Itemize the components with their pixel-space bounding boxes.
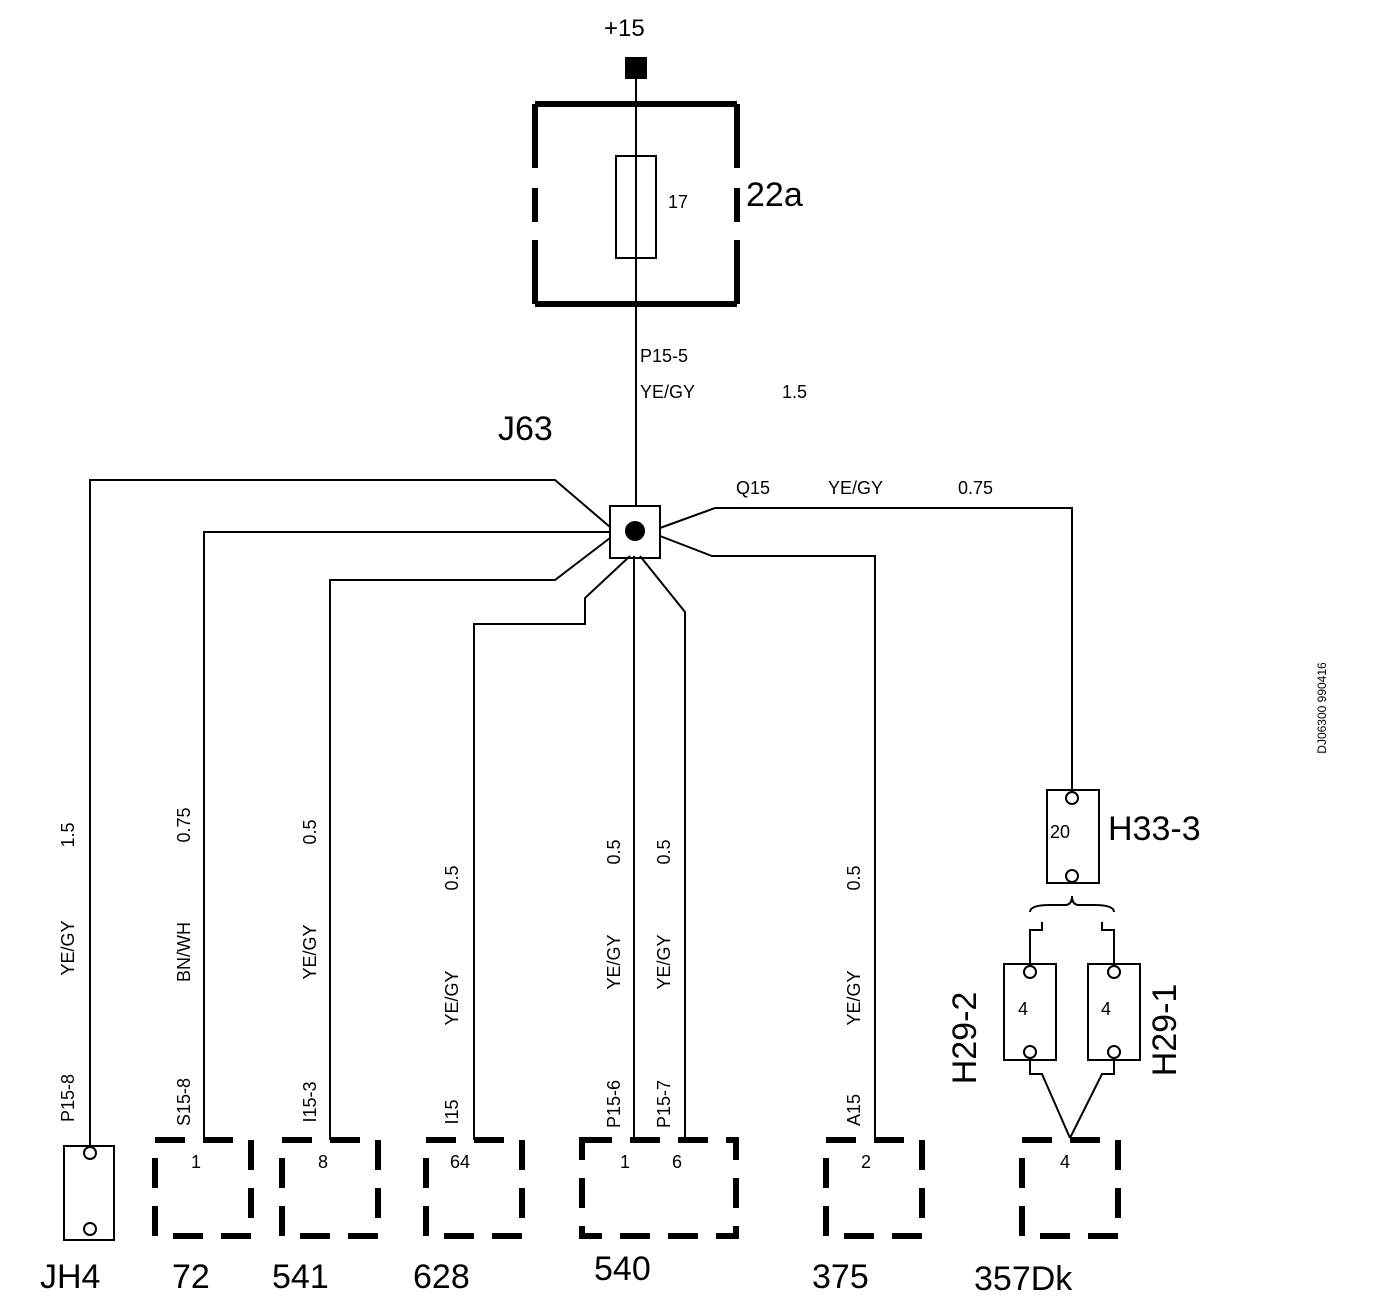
svg-text:1.5: 1.5	[58, 822, 78, 847]
h29-1-label: H29-1	[1146, 984, 1184, 1077]
junction-dot	[625, 521, 645, 541]
svg-text:YE/GY: YE/GY	[604, 934, 624, 989]
connector-357dk-pin: 4	[1060, 1152, 1070, 1172]
svg-text:0.5: 0.5	[604, 839, 624, 864]
svg-text:I15-3: I15-3	[300, 1081, 320, 1122]
svg-text:P15-8: P15-8	[58, 1074, 78, 1122]
connector-628-label: 628	[413, 1258, 470, 1296]
jh4-connector	[63, 1145, 115, 1241]
junction-label: J63	[498, 410, 553, 448]
top-right-wire-size: 0.75	[958, 478, 993, 498]
connector-375-label: 375	[812, 1258, 869, 1296]
svg-text:YE/GY: YE/GY	[300, 924, 320, 979]
h29-2-pin: 4	[1018, 999, 1028, 1019]
main-wire-pin: P15-5	[640, 346, 688, 366]
supply-terminal	[625, 57, 647, 79]
connector-628	[423, 1137, 525, 1239]
svg-text:P15-6: P15-6	[604, 1080, 624, 1128]
wire-label-628: 0.5 YE/GY I15	[442, 865, 462, 1124]
connector-541	[279, 1137, 381, 1239]
wire-label-540b: 0.5 YE/GY P15-7	[654, 839, 674, 1128]
svg-text:0.5: 0.5	[442, 865, 462, 890]
svg-text:0.75: 0.75	[174, 807, 194, 842]
h33-label: H33-3	[1108, 810, 1201, 848]
wire-h33	[659, 507, 1073, 792]
svg-text:BN/WH: BN/WH	[174, 922, 194, 982]
connector-540-pin-6: 6	[672, 1152, 682, 1172]
connector-357dk	[1019, 1137, 1121, 1239]
wire-label-jh4: 1.5 YE/GY P15-8	[58, 822, 78, 1122]
svg-text:0.5: 0.5	[654, 839, 674, 864]
main-wire-size: 1.5	[782, 382, 807, 402]
wire-72	[203, 531, 610, 1140]
wire-628	[473, 555, 631, 1140]
svg-text:A15: A15	[844, 1094, 864, 1126]
wire-375	[659, 535, 876, 1140]
svg-text:YE/GY: YE/GY	[654, 934, 674, 989]
connector-540	[579, 1137, 739, 1239]
connector-540-pin-1: 1	[620, 1152, 630, 1172]
wire-label-541: 0.5 YE/GY I15-3	[300, 819, 320, 1122]
fuse-number: 17	[668, 192, 688, 212]
jh4-label: JH4	[40, 1258, 100, 1296]
h29-2-connector	[1003, 963, 1057, 1061]
h29-2-label: H29-2	[946, 992, 984, 1085]
svg-text:YE/GY: YE/GY	[844, 970, 864, 1025]
doc-id: DJ06300 990416	[1315, 662, 1329, 754]
svg-text:0.5: 0.5	[844, 865, 864, 890]
wire-label-540a: 0.5 YE/GY P15-6	[604, 839, 624, 1128]
wire-540b	[639, 555, 686, 1140]
top-right-wire-pin: Q15	[736, 478, 770, 498]
connector-540-label: 540	[594, 1250, 651, 1288]
h29-1-pin: 4	[1101, 999, 1111, 1019]
wire-label-375: 0.5 YE/GY A15	[844, 865, 864, 1126]
svg-text:P15-7: P15-7	[654, 1080, 674, 1128]
fuse-box-label: 22a	[746, 176, 803, 214]
svg-text:YE/GY: YE/GY	[442, 970, 462, 1025]
wire-label-72: 0.75 BN/WH S15-8	[174, 807, 194, 1126]
connector-375-pin: 2	[861, 1152, 871, 1172]
svg-text:YE/GY: YE/GY	[58, 920, 78, 975]
wire-541	[329, 537, 611, 1140]
svg-text:I15: I15	[442, 1099, 462, 1124]
svg-text:S15-8: S15-8	[174, 1078, 194, 1126]
connector-541-pin: 8	[318, 1152, 328, 1172]
connector-72	[152, 1137, 254, 1239]
connector-375	[823, 1137, 925, 1239]
main-wire-color: YE/GY	[640, 382, 695, 402]
wire-jh4	[89, 479, 611, 1148]
split-brace	[1029, 895, 1115, 913]
connector-541-label: 541	[272, 1258, 329, 1296]
svg-text:0.5: 0.5	[300, 819, 320, 844]
connector-72-label: 72	[172, 1258, 210, 1296]
h33-connector	[1046, 789, 1100, 884]
top-right-wire-color: YE/GY	[828, 478, 883, 498]
connector-357dk-label: 357Dk	[974, 1260, 1073, 1298]
fuse-box	[532, 101, 740, 307]
connector-628-pin: 64	[450, 1152, 470, 1172]
connector-72-pin: 1	[191, 1152, 201, 1172]
supply-label: +15	[604, 15, 645, 42]
h33-pin: 20	[1050, 822, 1070, 842]
